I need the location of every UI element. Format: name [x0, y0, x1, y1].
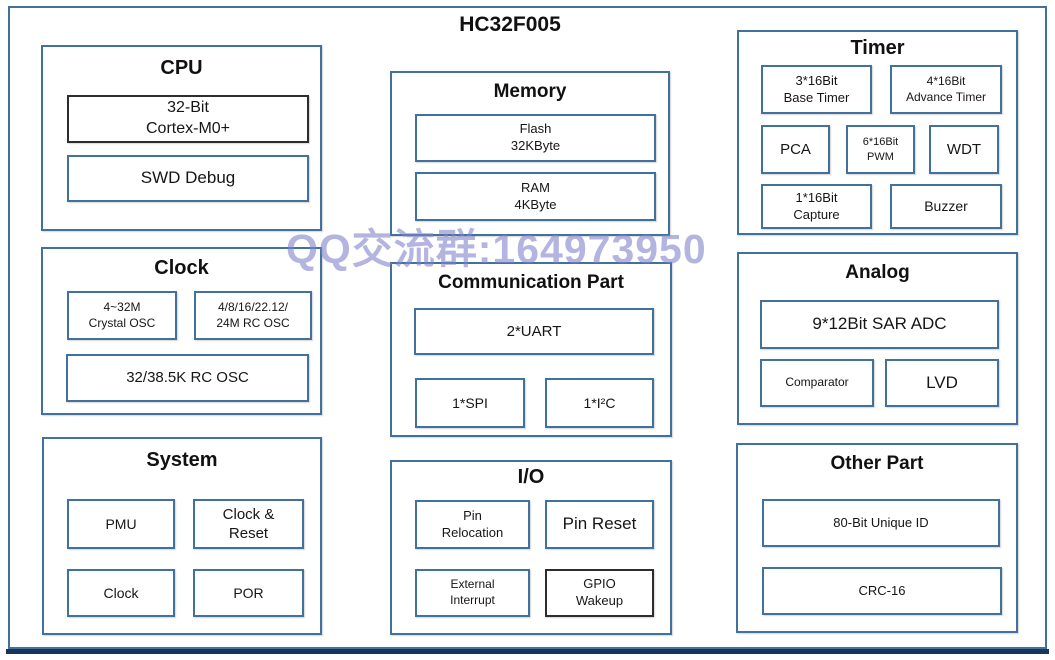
- block-advance-timer-label: 4*16Bit Advance Timer: [905, 73, 987, 104]
- block-i2c: 1*I²C: [545, 378, 654, 428]
- block-comparator-label: Comparator: [785, 375, 849, 390]
- section-communication: Communication Part 2*UART 1*SPI 1*I²C: [390, 262, 672, 437]
- section-timer-title: Timer: [850, 37, 905, 59]
- block-unique-id: 80-Bit Unique ID: [762, 499, 1000, 547]
- section-analog: Analog 9*12Bit SAR ADC Comparator LVD: [737, 252, 1018, 425]
- block-unique-id-label: 80-Bit Unique ID: [833, 514, 929, 530]
- block-base-timer-label: 3*16Bit Base Timer: [783, 72, 850, 105]
- section-system-title: System: [146, 449, 218, 471]
- block-pin-reset: Pin Reset: [545, 500, 654, 549]
- block-sar-adc-label: 9*12Bit SAR ADC: [812, 314, 947, 334]
- block-pmu-label: PMU: [105, 515, 137, 532]
- section-memory-title: Memory: [493, 81, 567, 102]
- block-gpio-wakeup-label: GPIO Wakeup: [575, 576, 624, 608]
- block-capture: 1*16Bit Capture: [761, 184, 872, 229]
- section-io: I/O Pin Relocation Pin Reset External In…: [390, 460, 672, 635]
- block-cortex-m0-label: 32-Bit Cortex-M0+: [145, 99, 231, 137]
- block-system-clock: Clock: [67, 569, 175, 617]
- block-comparator: Comparator: [760, 359, 874, 407]
- block-wdt-label: WDT: [946, 140, 982, 158]
- block-advance-timer: 4*16Bit Advance Timer: [890, 65, 1002, 114]
- block-crc16: CRC-16: [762, 567, 1002, 615]
- block-pmu: PMU: [67, 499, 175, 549]
- block-flash-label: Flash 32KByte: [510, 121, 561, 153]
- block-pwm: 6*16Bit PWM: [846, 125, 915, 174]
- section-cpu: CPU 32-Bit Cortex-M0+ SWD Debug: [41, 45, 322, 231]
- block-swd-debug: SWD Debug: [67, 155, 309, 202]
- block-base-timer: 3*16Bit Base Timer: [761, 65, 872, 114]
- block-gpio-wakeup: GPIO Wakeup: [545, 569, 654, 617]
- block-pin-relocation-label: Pin Relocation: [441, 507, 504, 540]
- block-pin-reset-label: Pin Reset: [562, 514, 637, 534]
- block-lvd: LVD: [885, 359, 999, 407]
- section-io-title: I/O: [517, 466, 545, 488]
- block-cortex-m0: 32-Bit Cortex-M0+: [67, 95, 309, 143]
- block-clock-reset: Clock & Reset: [193, 499, 304, 549]
- block-pca: PCA: [761, 125, 830, 174]
- section-memory: Memory Flash 32KByte RAM 4KByte: [390, 71, 670, 236]
- block-pca-label: PCA: [780, 140, 811, 158]
- block-uart: 2*UART: [414, 308, 654, 355]
- block-rc-osc-label: 4/8/16/22.12/ 24M RC OSC: [216, 299, 290, 330]
- block-sar-adc: 9*12Bit SAR ADC: [760, 300, 999, 349]
- block-pin-relocation: Pin Relocation: [415, 500, 530, 549]
- bottom-edge-bar: [6, 649, 1049, 654]
- block-system-clock-label: Clock: [103, 584, 139, 601]
- block-por-label: POR: [233, 584, 264, 601]
- section-clock-title: Clock: [154, 257, 209, 279]
- block-external-interrupt: External Interrupt: [415, 569, 530, 617]
- block-flash: Flash 32KByte: [415, 114, 656, 162]
- block-pwm-label: 6*16Bit PWM: [862, 136, 899, 163]
- block-clock-reset-label: Clock & Reset: [222, 505, 275, 543]
- block-ram-label: RAM 4KByte: [514, 179, 557, 212]
- section-other-part-title: Other Part: [830, 453, 924, 474]
- section-cpu-title: CPU: [160, 57, 203, 79]
- block-crystal-osc-label: 4~32M Crystal OSC: [88, 299, 156, 330]
- section-communication-title: Communication Part: [438, 272, 624, 293]
- block-wdt: WDT: [929, 125, 999, 174]
- section-clock: Clock 4~32M Crystal OSC 4/8/16/22.12/ 24…: [41, 247, 322, 415]
- block-lvd-label: LVD: [926, 372, 958, 392]
- section-system: System PMU Clock & Reset Clock POR: [42, 437, 322, 635]
- block-capture-label: 1*16Bit Capture: [793, 189, 840, 222]
- block-low-speed-osc-label: 32/38.5K RC OSC: [126, 369, 249, 387]
- block-i2c-label: 1*I²C: [583, 394, 616, 411]
- block-crystal-osc: 4~32M Crystal OSC: [67, 291, 177, 340]
- section-other-part: Other Part 80-Bit Unique ID CRC-16: [736, 443, 1018, 633]
- block-swd-debug-label: SWD Debug: [140, 168, 236, 188]
- block-buzzer: Buzzer: [890, 184, 1002, 229]
- section-analog-title: Analog: [845, 262, 910, 283]
- block-spi: 1*SPI: [415, 378, 525, 428]
- section-timer: Timer 3*16Bit Base Timer 4*16Bit Advance…: [737, 30, 1018, 235]
- block-por: POR: [193, 569, 304, 617]
- block-low-speed-osc: 32/38.5K RC OSC: [66, 354, 309, 402]
- block-crc16-label: CRC-16: [858, 582, 906, 598]
- block-buzzer-label: Buzzer: [924, 198, 968, 215]
- block-spi-label: 1*SPI: [452, 394, 488, 411]
- block-ram: RAM 4KByte: [415, 172, 656, 221]
- block-rc-osc: 4/8/16/22.12/ 24M RC OSC: [194, 291, 312, 340]
- block-external-interrupt-label: External Interrupt: [450, 577, 495, 607]
- page-title: HC32F005: [459, 13, 561, 36]
- block-uart-label: 2*UART: [506, 322, 562, 340]
